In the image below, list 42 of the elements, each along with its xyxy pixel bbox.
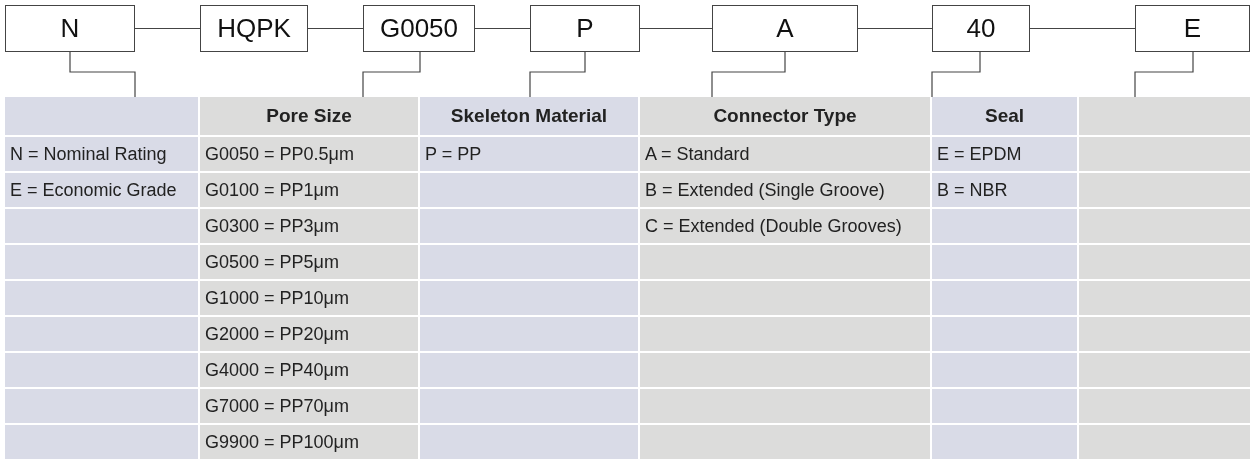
table-cell-text: G0500 = PP5μm	[204, 250, 340, 274]
code-box: 40	[932, 5, 1030, 52]
table-cell-text: N = Nominal Rating	[9, 142, 168, 166]
leader-line	[529, 51, 586, 98]
leader-line	[711, 51, 786, 98]
table-cell-text: B = NBR	[936, 178, 1009, 202]
table-cell-text: G1000 = PP10μm	[204, 286, 350, 310]
table-cell-text: G2000 = PP20μm	[204, 322, 350, 346]
leader-line	[1134, 51, 1194, 98]
column-header: Skeleton Material	[420, 97, 638, 135]
connector-line	[857, 27, 933, 30]
table-cell-text: E = EPDM	[936, 142, 1023, 166]
code-box: E	[1135, 5, 1250, 52]
table-cell-text: C = Extended (Double Grooves)	[644, 214, 903, 238]
leader-line	[69, 51, 136, 98]
code-box: G0050	[363, 5, 475, 52]
header-cell	[1079, 97, 1250, 135]
table-cell-text: G0300 = PP3μm	[204, 214, 340, 238]
column-header: Seal	[932, 97, 1077, 135]
table-cell-text: G0050 = PP0.5μm	[204, 142, 355, 166]
code-box: A	[712, 5, 858, 52]
code-box: N	[5, 5, 135, 52]
header-cell	[5, 97, 198, 135]
table-cell-text: G0100 = PP1μm	[204, 178, 340, 202]
column-header: Pore Size	[200, 97, 418, 135]
table-cell-text: P = PP	[424, 142, 483, 166]
code-box: HQPK	[200, 5, 308, 52]
table-cell-text: G9900 = PP100μm	[204, 430, 360, 454]
table-cell-text: G4000 = PP40μm	[204, 358, 350, 382]
connector-line	[134, 27, 201, 30]
leader-line	[931, 51, 981, 98]
connector-line	[1029, 27, 1136, 30]
connector-line	[307, 27, 364, 30]
connector-line	[474, 27, 531, 30]
table-cell-text: E = Economic Grade	[9, 178, 178, 202]
column-header: Connector Type	[640, 97, 930, 135]
leader-line	[362, 51, 421, 98]
table-cell-text: A = Standard	[644, 142, 751, 166]
table-cell-text: B = Extended (Single Groove)	[644, 178, 886, 202]
connector-line	[639, 27, 713, 30]
code-box: P	[530, 5, 640, 52]
table-cell-text: G7000 = PP70μm	[204, 394, 350, 418]
